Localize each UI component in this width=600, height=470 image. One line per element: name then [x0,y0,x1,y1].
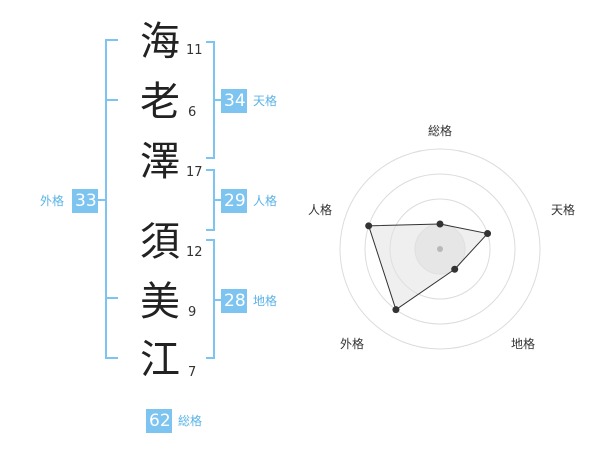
stroke-count-3: 17 [186,165,203,180]
radar-data-polygon [367,223,489,311]
name-char-1: 海 [140,19,180,65]
tenkaku-label: 天格 [253,94,278,108]
stroke-count-1: 11 [186,43,203,58]
stroke-count-4: 12 [186,245,203,260]
name-char-2: 老 [140,79,180,125]
chikaku-value: 28 [221,289,247,313]
axis-label-soukaku: 総格 [428,124,453,138]
stroke-count-5: 9 [188,305,197,320]
chikaku-label: 地格 [253,294,278,308]
stroke-count-6: 7 [188,365,197,380]
gaikaku-label: 外格 [40,194,65,208]
axis-label-tenkaku: 天格 [551,203,576,217]
radar-point-1 [436,220,444,228]
name-char-5: 美 [140,279,180,325]
soukaku-label: 総格 [178,414,203,428]
radar-point-3 [451,265,459,273]
radar-center-dot [437,246,443,252]
name-char-6: 江 [140,337,180,383]
radar-point-4 [392,306,400,314]
jinkaku-label: 人格 [253,194,278,208]
stroke-count-2: 6 [188,105,197,120]
axis-label-gaikaku: 外格 [340,337,365,351]
soukaku-value: 62 [146,409,172,433]
name-char-4: 須 [140,219,180,265]
name-char-3: 澤 [140,139,180,185]
tenkaku-value: 34 [221,89,247,113]
axis-label-chikaku: 地格 [511,337,536,351]
axis-label-jinkaku: 人格 [308,203,333,217]
radar-point-2 [484,230,492,238]
radar-point-5 [365,222,373,230]
jinkaku-value: 29 [221,189,247,213]
gaikaku-value: 33 [72,189,98,213]
